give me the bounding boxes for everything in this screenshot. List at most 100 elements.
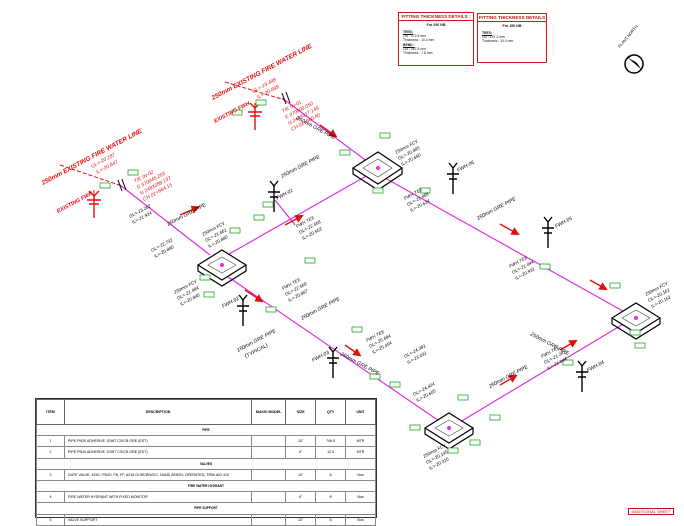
existing-top-fwh-label: EXISTING FWH: [213, 100, 252, 124]
table-cell-item: 5: [36, 513, 65, 526]
hydrant-fwh-01-icon: [268, 180, 280, 212]
detail-250-subtitle: For 250 NB: [426, 23, 446, 27]
table-cell-unit: MTR: [345, 446, 376, 459]
table-header: DESCRIPTION: [63, 399, 253, 425]
table-cell-unit: Nos: [345, 513, 376, 526]
detail-250-bend-label: BEND :: [403, 42, 415, 47]
detail-150-tees-od: OD : 157.2 mm: [482, 35, 505, 40]
table-row: 5 VALVE SUPPORT 10" 6 Nos: [36, 513, 376, 526]
hydrant-label-fwh-02: FWH-02: [221, 296, 240, 310]
table-cell-desc: PIPE PN20 ADHESIVE JOINT CS/CB GRE (EST): [63, 446, 253, 459]
table-header: UNIT: [345, 399, 376, 425]
table-section: VALVES: [36, 457, 376, 470]
pipe-label: 250mm GRE PIPE: [487, 364, 529, 390]
table-cell-size: 10": [285, 513, 317, 526]
tie-in-flanges: [117, 91, 291, 192]
valve-box-north: [351, 151, 404, 191]
table-cell-size: 10": [285, 435, 317, 448]
table-cell-qty: 6: [315, 513, 347, 526]
table-cell-desc: GATE VALVE, #150 / PN20, FB, FF, A216 Gr…: [63, 468, 253, 481]
pipe-label: 250mm GRE PIPE: [279, 154, 321, 180]
additional-sheet-stamp: ADDITIONAL SHEET: [628, 508, 675, 515]
fitting-detail-150: FITTING THICKNESS DETAILS For 150 NB TEE…: [477, 13, 547, 63]
table-cell-desc: FIRE WATER HYDRANT WITH FIXED MONITOR: [63, 491, 253, 504]
detail-250-title: FITTING THICKNESS DETAILS :: [399, 13, 473, 21]
pipe-label: 250mm GRE PIPE: [475, 196, 517, 222]
table-row: 3 GATE VALVE, #150 / PN20, FB, FF, A216 …: [36, 468, 376, 481]
detail-250-bend-od: OD : 267.6 mm: [403, 46, 426, 51]
table-cell-qty: 746.0: [315, 435, 347, 448]
existing-left-pipe-label: 250mm EXISTING FIRE WATER LINE: [40, 127, 144, 187]
table-cell-size: 6": [285, 446, 317, 459]
table-section-row: VALVES: [36, 457, 376, 470]
table-section: PIPE: [36, 423, 376, 437]
north-label: PLANT NORTH: [617, 24, 639, 49]
table-cell-desc: PIPE PN20 ADHESIVE JOINT CS/CB GRE (EST): [63, 435, 253, 448]
table-cell-item: 3: [36, 468, 65, 481]
table-cell-qty: 6: [315, 468, 347, 481]
table-cell-qty: 12.0: [315, 446, 347, 459]
hydrant-label-fwh-01: FWH-01: [275, 188, 294, 202]
valve-box-east: [610, 302, 662, 340]
table-cell-size: 10": [285, 468, 317, 481]
table-cell-qty: 6: [315, 491, 347, 504]
hydrant-fwh-06-icon: [447, 162, 459, 194]
table-section-row: FIRE WATER HYDRANT: [36, 479, 376, 493]
flow-arrows: [179, 124, 608, 386]
detail-250-tees-thk: Thickness : 10.4 mm: [403, 38, 435, 43]
detail-150-title: FITTING THICKNESS DETAILS: [478, 15, 546, 22]
detail-150-tees-label: TEES:: [482, 31, 492, 35]
hydrant-fwh-02-icon: [237, 294, 249, 326]
table-cell-make: [251, 491, 287, 504]
table-cell-item: 1: [36, 435, 65, 448]
table-cell-make: [251, 468, 287, 481]
existing-lines: [59, 81, 286, 210]
table-header: QTY: [315, 399, 347, 425]
table-row: 2 PIPE PN20 ADHESIVE JOINT CS/CB GRE (ES…: [36, 446, 376, 459]
table-cell-unit: MTR: [345, 435, 376, 448]
table-row: 1 PIPE PN20 ADHESIVE JOINT CS/CB GRE (ES…: [36, 435, 376, 448]
tee-labels: FWH TEE GL=-22.568 IL=-20.503 FWH TEE GL…: [281, 186, 568, 370]
hydrant-label-fwh-04: FWH-04: [586, 360, 605, 374]
hydrant-fwh-04-icon: [576, 360, 588, 392]
table-cell-make: [251, 513, 287, 526]
existing-left-fwh-label: EXISTING FWH: [56, 190, 95, 214]
detail-250-bend-thk: Thickness : 7.8 mm: [403, 51, 433, 56]
table-header-row: ITEM DESCRIPTION MAKE/ MODEL SIZE QTY UN…: [36, 399, 376, 425]
hydrant-label-fwh-06: FWH-06: [456, 160, 475, 174]
material-table: ITEM DESCRIPTION MAKE/ MODEL SIZE QTY UN…: [35, 398, 377, 526]
existing-hydrant-left: [87, 190, 101, 218]
hydrant-label-fwh-03: FWH-03: [311, 350, 330, 364]
level-labels: GL=-23.202 IL=-21.924 GL=-22.732 IL=-20.…: [128, 203, 437, 403]
detail-150-subtitle: For 150 NB: [502, 24, 522, 28]
table-cell-make: [251, 435, 287, 448]
pipe-label: 250mm GRE PIPE: [299, 296, 341, 322]
table-cell-unit: Nos: [345, 468, 376, 481]
pipe-label: 250mm GRE PIPE: [338, 351, 380, 377]
table-section-row: PIPE: [36, 423, 376, 437]
pipe-label: 250mm GRE PIPE: [165, 202, 207, 228]
hydrant-fwh-03-icon: [327, 346, 339, 378]
table-header: ITEM: [36, 399, 65, 425]
table-section: FIRE WATER HYDRANT: [36, 479, 376, 493]
north-arrow-icon: PLANT NORTH: [617, 24, 644, 74]
table-row: 4 FIRE WATER HYDRANT WITH FIXED MONITOR …: [36, 491, 376, 504]
fitting-detail-250: FITTING THICKNESS DETAILS : For 250 NB T…: [398, 12, 474, 66]
table-section-row: PIPE SUPPORT: [36, 502, 376, 515]
table-cell-size: 6": [285, 491, 317, 504]
hydrant-label-fwh-05: FWH-05: [554, 216, 573, 230]
hydrant-fwh-05-icon: [542, 216, 554, 248]
table-cell-desc: VALVE SUPPORT: [63, 513, 253, 526]
table-cell-make: [251, 446, 287, 459]
table-cell-item: 4: [36, 491, 65, 504]
detail-250-tees-od: OD : 272.6 mm: [403, 34, 426, 39]
detail-150-tees-thk: Thickness : 10.4 mm: [482, 39, 514, 44]
table-header: SIZE: [285, 399, 317, 425]
valve-box-southwest: [196, 249, 248, 287]
green-callout-boxes: [99, 99, 646, 454]
existing-hydrant-top: [248, 102, 262, 130]
table-cell-unit: Nos: [345, 491, 376, 504]
table-header: MAKE/ MODEL: [251, 399, 287, 425]
table-cell-item: 2: [36, 446, 65, 459]
